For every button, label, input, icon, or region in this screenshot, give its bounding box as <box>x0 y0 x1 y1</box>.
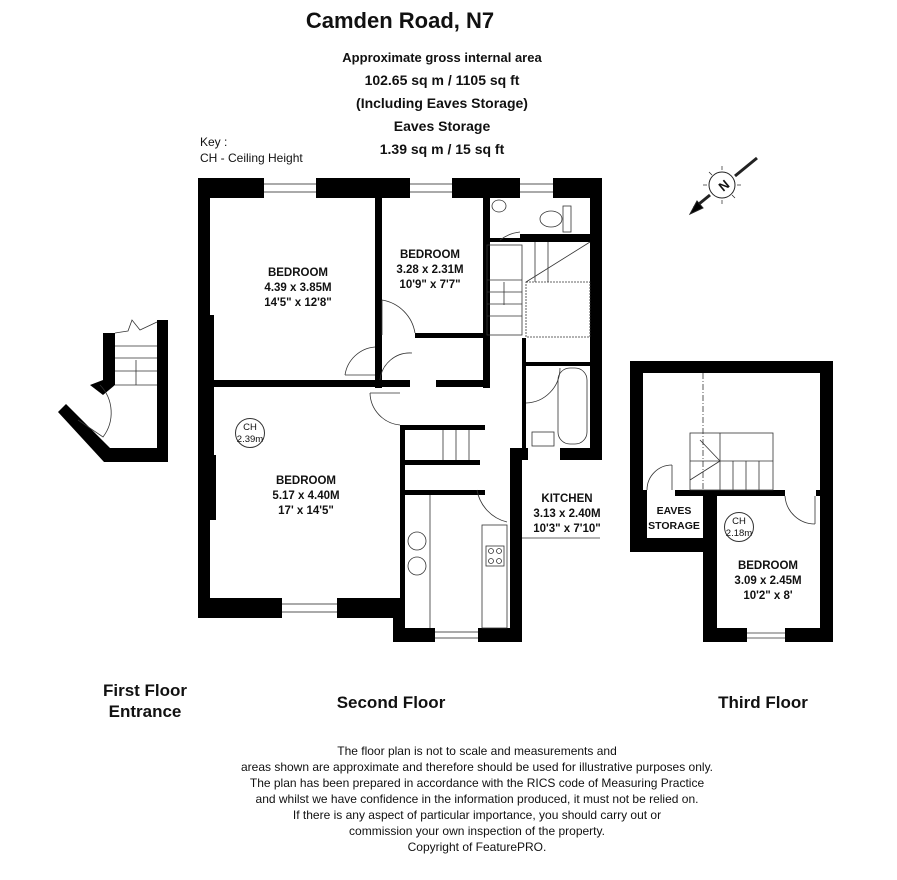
room-imperial: 14'5" x 12'8" <box>264 297 332 309</box>
room-label-bedroom-1: BEDROOM 4.39 x 3.85M 14'5" x 12'8" <box>264 266 332 311</box>
ch-label: CH <box>732 516 746 527</box>
second-floor-fixtures <box>344 199 600 629</box>
floor-label-third: Third Floor <box>718 693 808 712</box>
third-floor-plan <box>630 361 833 642</box>
disclaimer: The floor plan is not to scale and measu… <box>241 743 713 855</box>
room-label-kitchen: KITCHEN 3.13 x 2.40M 10'3" x 7'10" <box>533 492 601 537</box>
room-name: BEDROOM <box>275 475 337 487</box>
first-floor-entrance-plan <box>58 320 168 462</box>
ceiling-height-badge: CH 2.18m <box>724 512 754 542</box>
ch-value: 2.18m <box>725 528 753 539</box>
area-note: (Including Eaves Storage) <box>356 95 528 111</box>
key-entry: CH - Ceiling Height <box>200 151 303 165</box>
second-floor-windows <box>264 183 553 639</box>
eaves-line-2: STORAGE <box>648 520 700 532</box>
ch-label: CH <box>243 422 257 433</box>
page-title: Camden Road, N7 <box>305 8 495 33</box>
room-name: BEDROOM <box>267 267 329 279</box>
room-imperial: 10'9" x 7'7" <box>399 279 461 291</box>
first-floor-line-2: Entrance <box>108 702 182 721</box>
room-label-eaves-storage: EAVES STORAGE <box>648 504 700 534</box>
area-label: Approximate gross internal area <box>342 50 542 65</box>
compass-icon <box>688 156 758 216</box>
key-legend: Key : CH - Ceiling Height <box>200 134 303 166</box>
floor-label-first: First Floor Entrance <box>103 680 187 722</box>
ceiling-height-badge: CH 2.39m <box>235 418 265 448</box>
key-title: Key : <box>200 135 228 149</box>
room-metric: 4.39 x 3.85M <box>264 282 332 294</box>
third-floor-fixtures <box>646 373 816 639</box>
room-imperial: 10'3" x 7'10" <box>533 523 601 535</box>
room-label-bedroom-3: BEDROOM 5.17 x 4.40M 17' x 14'5" <box>272 474 339 519</box>
disclaimer-line: If there is any aspect of particular imp… <box>292 808 662 822</box>
area-value: 102.65 sq m / 1105 sq ft <box>364 72 520 88</box>
copyright: Copyright of FeaturePRO. <box>407 840 547 854</box>
first-floor-line-1: First Floor <box>102 681 188 700</box>
room-metric: 5.17 x 4.40M <box>272 490 340 502</box>
room-metric: 3.13 x 2.40M <box>533 508 601 520</box>
eaves-label: Eaves Storage <box>393 118 491 134</box>
room-imperial: 17' x 14'5" <box>278 505 334 517</box>
disclaimer-line: The plan has been prepared in accordance… <box>249 776 705 790</box>
disclaimer-line: commission your own inspection of the pr… <box>349 824 605 838</box>
room-label-bedroom-2: BEDROOM 3.28 x 2.31M 10'9" x 7'7" <box>396 248 463 293</box>
room-name: BEDROOM <box>737 560 799 572</box>
room-metric: 3.09 x 2.45M <box>734 575 802 587</box>
ch-value: 2.39m <box>236 434 264 445</box>
room-label-bedroom-top: BEDROOM 3.09 x 2.45M 10'2" x 8' <box>734 559 801 604</box>
room-imperial: 10'2" x 8' <box>743 590 793 602</box>
room-metric: 3.28 x 2.31M <box>396 264 464 276</box>
room-name: BEDROOM <box>399 249 461 261</box>
second-floor-plan <box>198 178 602 642</box>
eaves-value: 1.39 sq m / 15 sq ft <box>379 141 505 157</box>
disclaimer-line: areas shown are approximate and therefor… <box>240 760 714 774</box>
room-name: KITCHEN <box>541 493 593 505</box>
floor-label-second: Second Floor <box>336 693 446 712</box>
eaves-line-1: EAVES <box>656 505 692 517</box>
disclaimer-line: The floor plan is not to scale and measu… <box>337 744 617 758</box>
disclaimer-line: and whilst we have confidence in the inf… <box>255 792 699 806</box>
